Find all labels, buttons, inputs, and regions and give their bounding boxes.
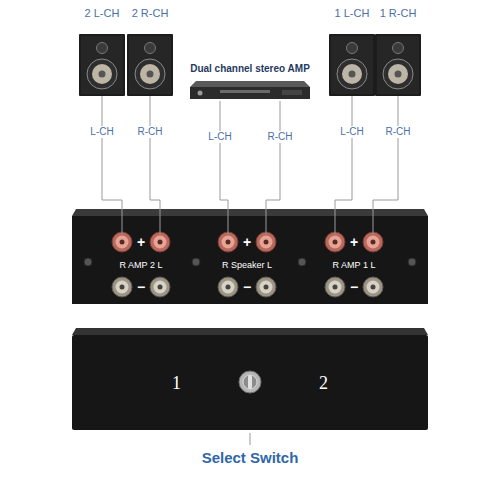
polarity-sign: + [350,234,358,250]
node-heading: 1 L-CH [335,6,370,20]
speaker-wire [266,101,280,234]
polarity-sign: − [243,279,251,295]
terminal-group: + R Speaker L − [209,234,285,295]
front-panel-top [72,328,428,335]
wire-label: R-CH [384,126,413,138]
polarity-sign: + [243,234,251,250]
wire-label: L-CH [206,131,233,143]
back-panel [72,216,428,304]
wire-label: L-CH [88,126,115,138]
wire-label: R-CH [136,126,165,138]
terminal-label: R Speaker L [222,259,272,271]
back-panel-top [72,209,428,216]
node-heading: 2 R-CH [132,6,169,20]
toggle-switch [237,369,263,395]
node-heading: 1 R-CH [380,6,417,20]
speaker-wire [373,96,398,234]
speaker-box: 1 L-CH [329,6,375,96]
stereo-amplifier: Dual channel stereo AMP [190,62,310,101]
position-number: 1 [172,372,181,394]
node-heading: Dual channel stereo AMP [190,62,310,75]
speaker-illustration [127,34,173,96]
position-number: 2 [319,372,328,394]
speaker-wire [102,96,122,234]
speaker-wire [335,96,352,234]
polarity-sign: − [137,279,145,295]
speaker-box: 1 R-CH [375,6,421,96]
terminal-label: R AMP 2 L [120,259,163,271]
callout-label: Select Switch [202,449,299,467]
speaker-wire [150,96,160,234]
wire-label: L-CH [338,126,365,138]
front-panel: 12 [72,335,428,430]
polarity-sign: − [350,279,358,295]
amplifier-illustration [190,81,310,101]
binding-posts [112,232,383,297]
speaker-illustration [375,34,421,96]
speaker-wire [220,101,228,234]
speaker-box: 2 L-CH [79,6,125,96]
speaker-box: 2 R-CH [127,6,173,96]
speaker-illustration [329,34,375,96]
leader-line [250,433,251,445]
terminal-group: + R AMP 2 L − [103,234,179,295]
terminal-label: R AMP 1 L [333,259,376,271]
wire-label: R-CH [266,131,295,143]
terminal-group: + R AMP 1 L − [316,234,392,295]
node-heading: 2 L-CH [85,6,120,20]
polarity-sign: + [137,234,145,250]
speaker-illustration [79,34,125,96]
